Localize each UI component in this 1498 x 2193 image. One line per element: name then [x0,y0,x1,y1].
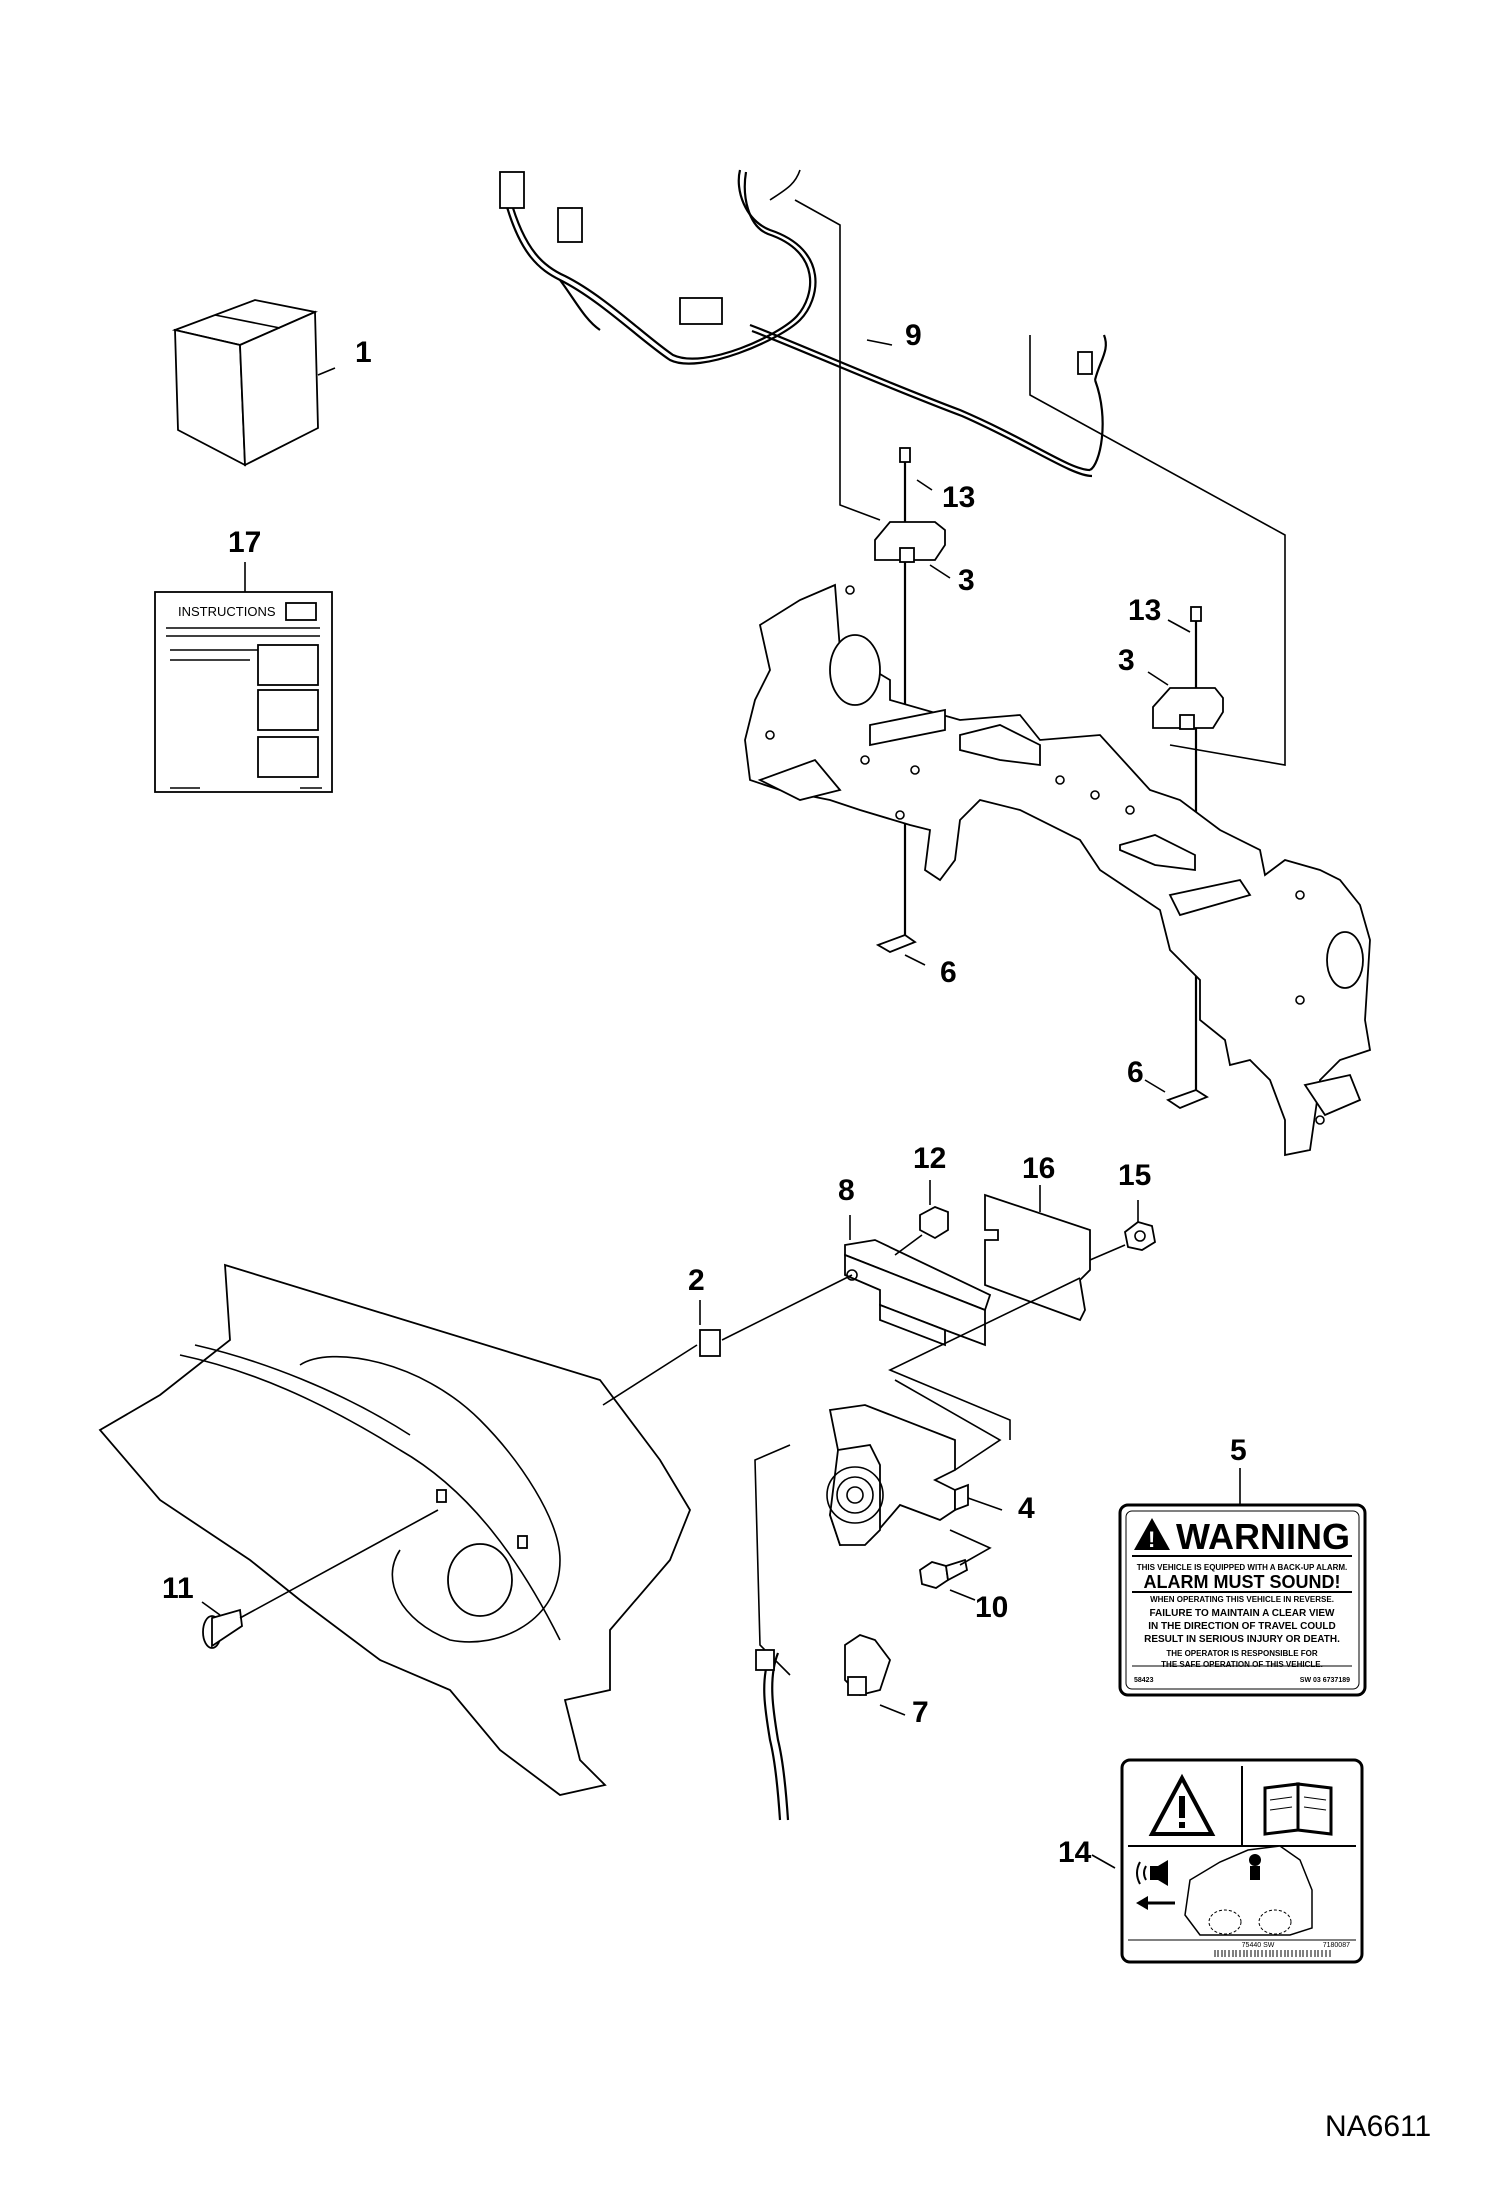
part-8-bracket [721,1215,992,1347]
callout-1: 1 [355,336,372,369]
warning-line-4: IN THE DIRECTION OF TRAVEL COULD [1148,1621,1335,1632]
part-14-nut [1089,1200,1156,1261]
warning-decal: ! [1118,1503,1367,1697]
warning-triangle-icon [1134,1518,1170,1550]
manual-book-icon [1263,1782,1333,1836]
part-17-instructions-sheet [154,562,333,793]
warning-line-5: RESULT IN SERIOUS INJURY OR DEATH. [1144,1634,1340,1645]
callout-12: 12 [913,1142,946,1175]
drawing-code: NA6611 [1325,2110,1432,2143]
leader-15 [1091,1854,1116,1869]
leader-13 [916,479,933,491]
part-10-screw [919,1529,992,1601]
callout-14: 15 [1118,1159,1151,1192]
callout-13-right: 13 [1128,594,1161,627]
leader-13 [1167,619,1191,633]
warning-code-right: SW 03 6737189 [1300,1677,1350,1684]
part-6-tab [1166,1089,1209,1110]
callout-3-right: 3 [1118,644,1135,677]
warning-line-3: FAILURE TO MAINTAIN A CLEAR VIEW [1150,1608,1336,1619]
part-1-box [171,299,336,467]
pictorial-decal [1120,1758,1364,1964]
callout-11: 11 [162,1572,194,1605]
part-3-clip [874,521,946,563]
callout-8: 8 [838,1174,855,1207]
callout-4: 4 [1018,1492,1035,1525]
callout-2: 2 [688,1264,705,1297]
reverse-arrow-icon [1136,1896,1175,1910]
callout-9: 9 [905,319,922,352]
warning-heading: WARNING [1176,1516,1350,1557]
instructions-title: INSTRUCTIONS [178,604,276,619]
leader-6 [904,954,926,966]
part-7-plug [844,1634,906,1716]
loader-icon [1184,1845,1313,1936]
routing-line [1029,335,1286,766]
part-12-nut [894,1180,949,1256]
callout-10: 10 [975,1591,1008,1624]
barcode [1214,1950,1331,1957]
callout-6-right: 6 [1127,1056,1144,1089]
callout-13: 13 [942,481,975,514]
pictorial-code-left: 75440 SW [1242,1942,1275,1949]
leader-3 [1147,671,1169,686]
warning-subheading: ALARM MUST SOUND! [1144,1572,1341,1592]
leader-9 [866,339,893,346]
warning-line-6: THE OPERATOR IS RESPONSIBLE FOR [1166,1649,1318,1658]
warning-triangle-icon [1148,1773,1216,1836]
callout-5: 5 [1230,1434,1247,1467]
wire-pigtail [754,1444,791,1821]
warning-line-2: WHEN OPERATING THIS VEHICLE IN REVERSE. [1150,1595,1334,1604]
part-11-rivet [201,1509,439,1649]
svg-text:!: ! [1148,1527,1155,1552]
warning-line-1: THIS VEHICLE IS EQUIPPED WITH A BACK-UP … [1137,1563,1348,1572]
callout-17: 17 [228,526,261,559]
rear-panel [98,1263,692,1796]
part-9-wire-harness [499,169,1107,478]
leader-6 [1144,1079,1166,1093]
callout-7: 7 [912,1696,929,1729]
part-6-tab [875,933,917,953]
leader-3 [929,564,951,579]
callout-6: 6 [940,956,957,989]
routing-line [794,199,881,521]
callout-3: 3 [958,564,975,597]
callout-16: 16 [1022,1152,1055,1185]
part-4-backup-alarm [826,1379,1003,1547]
part-3-clip [1152,687,1224,730]
part-16-plate [888,1185,1091,1440]
mounting-frame [744,583,1372,1157]
callout-15: 14 [1058,1836,1092,1869]
pictorial-code-right: 7180087 [1323,1942,1350,1949]
alarm-speaker-icon [1136,1860,1168,1886]
warning-code-left: 58423 [1134,1677,1154,1684]
part-2-cage-nut [602,1300,721,1406]
warning-line-7: THE SAFE OPERATION OF THIS VEHICLE. [1161,1660,1323,1669]
